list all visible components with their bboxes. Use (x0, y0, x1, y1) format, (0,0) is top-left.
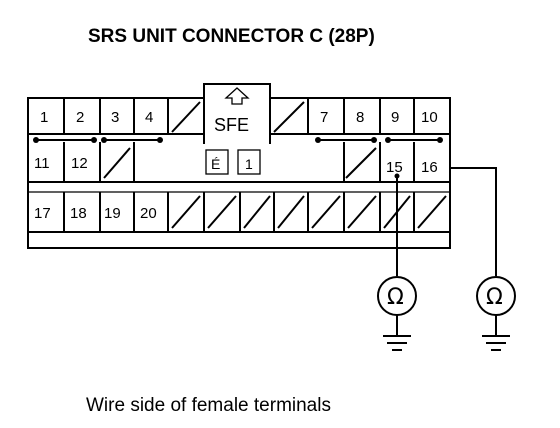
ground-icon (383, 335, 411, 351)
pin-label: 4 (145, 109, 153, 126)
diagram-title: SRS UNIT CONNECTOR C (28P) (88, 26, 375, 47)
pin-label: 9 (391, 109, 399, 126)
pin-label: 1 (40, 109, 48, 126)
probe-wire-15 (394, 173, 400, 276)
pin-label: 15 (386, 159, 403, 176)
ohm-symbol: Ω (387, 285, 404, 310)
pin-label: 2 (76, 109, 84, 126)
probe-wire-16 (450, 167, 497, 276)
lock-arrow-icon (224, 87, 250, 105)
ground-icon (482, 335, 510, 351)
ohmmeter-icon (377, 276, 417, 336)
short-bar-right (315, 137, 443, 143)
middle-row-cells (63, 142, 415, 182)
center-mark: 1 (245, 156, 253, 172)
center-mark: É (211, 156, 220, 172)
short-bar-left (33, 137, 163, 143)
bottom-row-cells (63, 192, 447, 232)
pin-label: 10 (421, 109, 438, 126)
center-label: SFE (214, 115, 249, 135)
pin-label: 8 (356, 109, 364, 126)
top-row-left-cells (63, 98, 201, 134)
pin-label: 19 (104, 205, 121, 222)
center-mark-box (205, 149, 261, 175)
top-row-right-cells (273, 98, 415, 134)
pin-label: 20 (140, 205, 157, 222)
pin-label: 17 (34, 205, 51, 222)
diagram-caption: Wire side of female terminals (86, 395, 331, 416)
ohm-symbol: Ω (486, 285, 503, 310)
pin-label: 16 (421, 159, 438, 176)
pin-label: 3 (111, 109, 119, 126)
pin-label: 11 (34, 155, 50, 172)
pin-label: 12 (71, 155, 88, 172)
ohmmeter-icon (476, 276, 516, 336)
pin-label: 7 (320, 109, 328, 126)
pin-label: 18 (70, 205, 87, 222)
